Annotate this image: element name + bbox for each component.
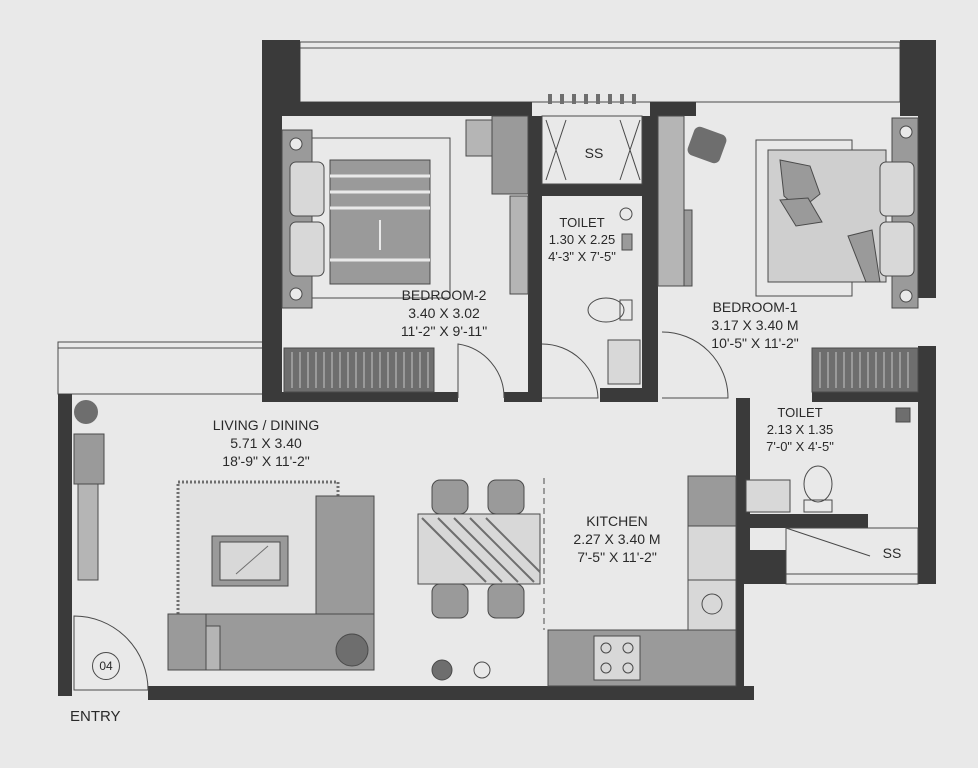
room-toilet-1: TOILET 1.30 X 2.25 4'-3" X 7'-5" xyxy=(536,214,628,265)
balcony-railing-left xyxy=(57,341,265,395)
room-dimension-metric: 5.71 X 3.40 xyxy=(230,435,302,451)
ss-shaft-top xyxy=(541,115,643,185)
desk-bedroom-2 xyxy=(465,115,529,295)
doors xyxy=(73,331,729,691)
room-dimension-imperial: 10'-5" X 11'-2" xyxy=(711,335,799,351)
entry-label: ENTRY xyxy=(70,708,121,725)
tv-unit xyxy=(73,400,105,581)
room-name: BEDROOM-1 xyxy=(712,299,798,315)
room-dimension-metric: 2.27 X 3.40 M xyxy=(573,531,661,547)
room-name: BEDROOM-2 xyxy=(401,287,487,303)
room-name: LIVING / DINING xyxy=(212,417,320,433)
ac-unit-bedroom-1 xyxy=(811,347,919,393)
room-dimension-imperial: 18'-9" X 11'-2" xyxy=(222,453,310,469)
ss-vents xyxy=(548,94,636,104)
walls xyxy=(58,40,936,700)
dining-table xyxy=(417,479,541,619)
room-dimension-metric: 2.13 X 1.35 xyxy=(766,422,834,437)
ac-unit-bedroom-2 xyxy=(283,347,435,393)
toilet-2-fixtures xyxy=(745,407,911,513)
balcony-railing-top xyxy=(299,41,901,103)
room-bedroom-1: BEDROOM-1 3.17 X 3.40 M 10'-5" X 11'-2" xyxy=(680,298,830,352)
room-ss-right: SS xyxy=(882,545,902,561)
room-toilet-2: TOILET 2.13 X 1.35 7'-0" X 4'-5" xyxy=(750,404,850,455)
room-dimension-metric: 3.40 X 3.02 xyxy=(408,305,480,321)
room-dimension-metric: 3.17 X 3.40 M xyxy=(711,317,799,333)
room-dimension-metric: 1.30 X 2.25 xyxy=(548,232,616,247)
room-ss-top: SS xyxy=(584,145,604,161)
coffee-table xyxy=(211,535,289,587)
ss-shaft-right xyxy=(785,527,919,585)
room-dimension-imperial: 7'-0" X 4'-5" xyxy=(766,439,834,454)
wardrobe-bedroom-1 xyxy=(657,115,727,287)
room-name: TOILET xyxy=(777,405,823,420)
kitchen-counter xyxy=(431,475,737,687)
room-bedroom-2: BEDROOM-2 3.40 X 3.02 11'-2" X 9'-11" xyxy=(374,286,514,340)
toilet-1-fixtures xyxy=(587,207,641,385)
room-dimension-imperial: 4'-3" X 7'-5" xyxy=(548,249,616,264)
bed-bedroom-2 xyxy=(281,129,451,309)
room-name: KITCHEN xyxy=(586,513,648,529)
door-number-badge: 04 xyxy=(92,652,120,680)
room-name: TOILET xyxy=(559,215,605,230)
room-dimension-imperial: 11'-2" X 9'-11" xyxy=(400,323,488,339)
sofa xyxy=(167,495,375,671)
room-kitchen: KITCHEN 2.27 X 3.40 M 7'-5" X 11'-2" xyxy=(552,512,682,566)
room-living-dining: LIVING / DINING 5.71 X 3.40 18'-9" X 11'… xyxy=(186,416,346,470)
bed-bedroom-1 xyxy=(755,117,919,309)
room-dimension-imperial: 7'-5" X 11'-2" xyxy=(577,549,657,565)
